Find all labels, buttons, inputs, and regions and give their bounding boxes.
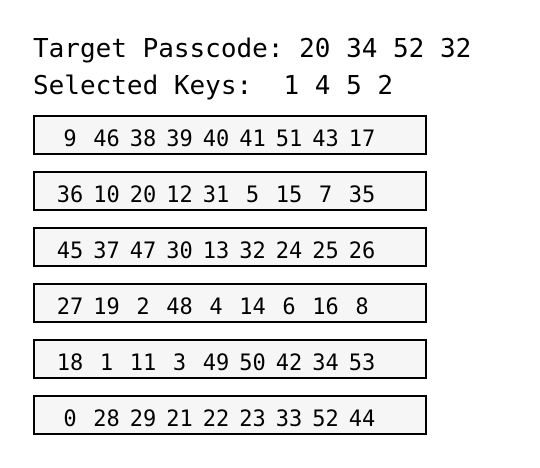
selected-keys-label: Selected Keys: [33, 71, 253, 101]
key-button[interactable]: 6 [282, 295, 296, 320]
key-button[interactable]: 15 [275, 183, 303, 208]
key-button[interactable]: 25 [312, 239, 339, 264]
keypad-row-1: 9 46 38 39 40 41 51 43 17 [33, 115, 427, 155]
key-button[interactable]: 53 [348, 351, 376, 376]
key-button[interactable]: 23 [239, 407, 266, 432]
key-button[interactable]: 50 [239, 351, 266, 376]
key-button[interactable]: 12 [166, 183, 193, 208]
key-button[interactable]: 47 [129, 239, 157, 264]
key-button[interactable]: 11 [129, 351, 157, 376]
key-button[interactable]: 21 [166, 407, 193, 432]
keypad-row-6: 0 28 29 21 22 23 33 52 44 [33, 395, 427, 435]
key-button[interactable]: 19 [93, 295, 120, 320]
key-button[interactable]: 28 [93, 407, 120, 432]
key-button[interactable]: 14 [239, 295, 266, 320]
key-button[interactable]: 20 [129, 183, 157, 208]
key-button[interactable]: 32 [239, 239, 266, 264]
key-button[interactable]: 29 [129, 407, 157, 432]
key-button[interactable]: 2 [136, 295, 150, 320]
key-button[interactable]: 35 [348, 183, 376, 208]
key-button[interactable]: 22 [202, 407, 230, 432]
key-button[interactable]: 49 [202, 351, 230, 376]
key-button[interactable]: 40 [202, 127, 230, 152]
key-button[interactable]: 42 [275, 351, 303, 376]
key-button[interactable]: 45 [56, 239, 84, 264]
key-button[interactable]: 27 [56, 295, 84, 320]
target-passcode-line: Target Passcode: 20 34 52 32 [33, 34, 471, 64]
selected-keys-line: Selected Keys: 1 4 5 2 [33, 71, 393, 101]
key-button[interactable]: 5 [245, 183, 260, 208]
keypad-row-4: 27 19 2 48 4 14 6 16 8 [33, 283, 427, 323]
key-button[interactable]: 43 [312, 127, 339, 152]
key-button[interactable]: 38 [129, 127, 157, 152]
key-button[interactable]: 16 [312, 295, 339, 320]
target-passcode-value: 20 34 52 32 [299, 34, 472, 64]
key-button[interactable]: 44 [348, 407, 376, 432]
key-button[interactable]: 9 [63, 127, 77, 152]
key-button[interactable]: 48 [166, 295, 193, 320]
key-button[interactable]: 3 [172, 351, 187, 376]
key-button[interactable]: 33 [275, 407, 303, 432]
key-button[interactable]: 0 [63, 407, 77, 432]
key-button[interactable]: 31 [202, 183, 230, 208]
selected-keys-value: 1 4 5 2 [283, 71, 394, 101]
key-button[interactable]: 10 [93, 183, 120, 208]
key-button[interactable]: 36 [56, 183, 84, 208]
target-passcode-label: Target Passcode: [33, 34, 284, 64]
keypad-row-2: 36 10 20 12 31 5 15 7 35 [33, 171, 427, 211]
key-button[interactable]: 8 [355, 295, 369, 320]
key-button[interactable]: 1 [99, 351, 114, 376]
key-button[interactable]: 52 [312, 407, 339, 432]
key-button[interactable]: 37 [93, 239, 120, 264]
key-button[interactable]: 13 [202, 239, 230, 264]
keypad-row-3: 45 37 47 30 13 32 24 25 26 [33, 227, 427, 267]
key-button[interactable]: 46 [93, 127, 120, 152]
key-button[interactable]: 4 [209, 295, 223, 320]
key-button[interactable]: 26 [348, 239, 376, 264]
key-button[interactable]: 34 [312, 351, 339, 376]
key-button[interactable]: 18 [56, 351, 84, 376]
key-button[interactable]: 30 [166, 239, 193, 264]
key-button[interactable]: 51 [275, 127, 303, 152]
key-button[interactable]: 41 [239, 127, 266, 152]
key-button[interactable]: 39 [166, 127, 193, 152]
key-button[interactable]: 7 [318, 183, 333, 208]
key-button[interactable]: 17 [348, 127, 376, 152]
key-button[interactable]: 24 [275, 239, 303, 264]
